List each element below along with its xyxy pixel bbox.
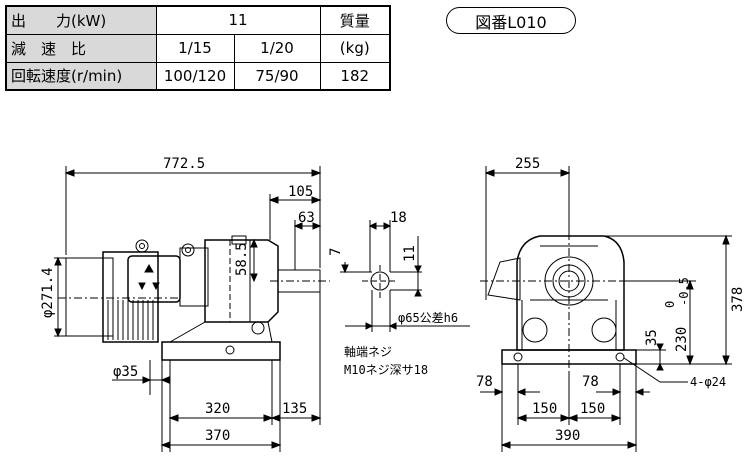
dim-18: 18 — [390, 210, 407, 226]
dim-7: 7 — [328, 248, 344, 256]
front-view — [480, 166, 732, 452]
lifting-eye-icon — [181, 243, 195, 257]
dim-78-right: 78 — [582, 374, 599, 390]
dim-78-left: 78 — [476, 374, 493, 390]
mounting-base — [161, 341, 281, 361]
dim-230: 230 — [674, 327, 690, 352]
shaft-note-line1: 軸端ネジ — [344, 345, 392, 359]
dim-378: 378 — [730, 287, 746, 312]
dim-390: 390 — [555, 428, 580, 444]
dim-105: 105 — [288, 184, 313, 200]
ratio-a: 1/15 — [155, 33, 235, 63]
dim-320: 320 — [205, 401, 230, 417]
dim-overall-length: 772.5 — [163, 156, 205, 172]
lifting-eye-icon — [135, 239, 149, 253]
spec-table: 出 力(kW) 11 質量 減 速 比 1/15 1/20 (kg) 回転速度(… — [5, 5, 391, 91]
dim-135: 135 — [282, 401, 307, 417]
front-base — [501, 349, 637, 365]
motor-body — [102, 251, 159, 343]
dim-mounting-holes: 4-φ24 — [690, 375, 726, 389]
motor-side-cap — [487, 257, 521, 301]
gearbox-front — [516, 235, 625, 351]
side-view — [54, 166, 330, 452]
shaft-note-line2: M10ネジ深サ18 — [344, 363, 428, 377]
dim-motor-diameter: φ271.4 — [40, 267, 56, 318]
speed-a: 100/120 — [155, 61, 235, 91]
dim-58-5: 58.5 — [234, 242, 250, 276]
dim-11: 11 — [402, 245, 418, 262]
speed-b: 75/90 — [233, 61, 321, 91]
dim-35: 35 — [644, 329, 660, 346]
spec-row-speed: 回転速度(r/min) 100/120 75/90 182 — [5, 61, 391, 91]
terminal-box — [127, 255, 181, 303]
dim-370: 370 — [205, 428, 230, 444]
dim-150-left: 150 — [532, 401, 557, 417]
spec-row-ratio: 減 速 比 1/15 1/20 (kg) — [5, 33, 391, 63]
figure-number-badge: 図番L010 — [446, 7, 576, 34]
mass-value: 182 — [319, 61, 391, 91]
shaft-end-detail — [340, 220, 470, 332]
dim-150-right: 150 — [580, 401, 605, 417]
maker-logo-icon — [138, 263, 160, 291]
mass-unit: (kg) — [319, 33, 391, 63]
dim-tolerance-upper: 0 — [663, 301, 677, 308]
speed-label: 回転速度(r/min) — [5, 61, 157, 91]
dim-tolerance-lower: -0.5 — [677, 277, 691, 306]
dim-255: 255 — [515, 156, 540, 172]
dim-phi35: φ35 — [113, 364, 138, 380]
dim-63: 63 — [298, 210, 315, 226]
mass-header: 質量 — [319, 5, 391, 35]
shaft-tolerance-label: φ65公差h6 — [398, 311, 458, 325]
motor-flange — [179, 247, 209, 307]
drain-plug-icon — [251, 321, 265, 335]
motor-end-cap — [65, 257, 114, 337]
